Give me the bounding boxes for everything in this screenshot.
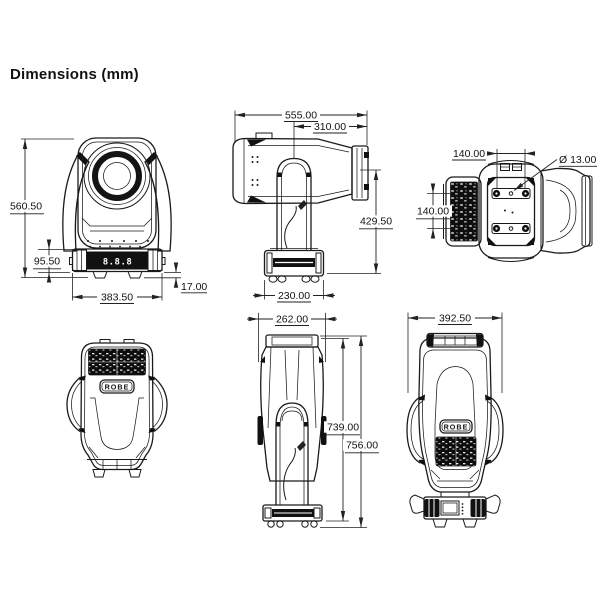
- dim-tilt-axis-height: 429.50: [327, 169, 395, 274]
- pan-arm-up: [275, 402, 309, 505]
- screw-dots: [87, 240, 149, 248]
- foot-right: [127, 271, 143, 279]
- rear-base: [423, 496, 487, 520]
- mounting-plate: [486, 176, 536, 247]
- handle-horn-left: [409, 494, 425, 514]
- svg-text:230.00: 230.00: [278, 290, 310, 302]
- dim-overall-height-up: 756.00: [320, 335, 381, 528]
- display-housing: [87, 251, 148, 270]
- cable: [283, 447, 296, 501]
- dim-base-depth: 230.00: [253, 280, 335, 303]
- svg-text:17.00: 17.00: [181, 281, 207, 293]
- head-side: [232, 137, 353, 205]
- dim-front-to-pan-axis: 310.00: [293, 121, 367, 159]
- base-outline: [478, 163, 544, 259]
- cable: [284, 205, 297, 249]
- yoke-ear-left: [406, 394, 425, 466]
- dim-base-height: 95.50: [31, 239, 74, 283]
- front-view: 8.8.8 560.50 95.50: [7, 137, 207, 304]
- head-rear-view: ROBE: [66, 339, 168, 478]
- connector-panel: [450, 181, 478, 242]
- dim-depth: 262.00: [247, 313, 337, 362]
- dim-hole-spacing-h: 140.00: [452, 148, 535, 189]
- svg-text:140.00: 140.00: [417, 206, 449, 218]
- handle-left: [66, 375, 86, 433]
- side-view-head-up: 262.00 739.00 756.00: [247, 313, 381, 528]
- dim-hole-spacing-v: 140.00: [414, 183, 452, 239]
- svg-text:560.50: 560.50: [10, 201, 42, 213]
- handle-right: [148, 375, 168, 433]
- yoke-ear-right: [485, 394, 504, 466]
- svg-text:392.50: 392.50: [439, 313, 471, 325]
- base-bottom-view: 140.00 140.00 Ø 13.00: [414, 148, 597, 262]
- mount-hole: [508, 191, 514, 196]
- svg-text:429.50: 429.50: [360, 216, 392, 228]
- svg-text:140.00: 140.00: [453, 148, 485, 160]
- rear-view-head-up: ROBE: [406, 312, 504, 528]
- segment-display: 8.8.8: [103, 258, 133, 268]
- svg-text:555.00: 555.00: [285, 110, 317, 122]
- svg-text:739.00: 739.00: [327, 422, 359, 434]
- yoke-edge: [351, 145, 369, 201]
- dim-overall-length: 555.00: [234, 110, 368, 145]
- brand-logo-rear: ROBE: [439, 419, 473, 434]
- svg-text:Ø 13.00: Ø 13.00: [559, 154, 597, 166]
- lens-dark-ring: [92, 151, 142, 201]
- brand-logo-head: ROBE: [99, 379, 135, 394]
- side-view-head-forward: 555.00 310.00 429.50: [232, 110, 395, 303]
- dim-hole-diameter: Ø 13.00: [513, 154, 597, 191]
- svg-text:310.00: 310.00: [314, 121, 346, 133]
- svg-text:95.50: 95.50: [34, 256, 60, 268]
- dim-overall-width: 392.50: [407, 312, 503, 393]
- head-side-up: [260, 346, 324, 482]
- foot-left: [92, 271, 108, 279]
- page-title: Dimensions (mm): [10, 66, 139, 83]
- svg-text:756.00: 756.00: [346, 440, 378, 452]
- base-side-up: [262, 504, 323, 522]
- dim-height-to-base: 739.00: [321, 338, 362, 522]
- svg-text:262.00: 262.00: [276, 314, 308, 326]
- head-front: [77, 137, 157, 249]
- svg-text:ROBE: ROBE: [105, 382, 130, 391]
- svg-text:383.50: 383.50: [101, 292, 133, 304]
- dim-foot-height: 17.00: [144, 262, 207, 294]
- display-screen: [440, 500, 460, 516]
- lens-outer-ring: [83, 142, 151, 210]
- head-silhouette: [540, 167, 593, 254]
- dim-front-height: 560.50: [7, 138, 88, 278]
- head-top-detail: [255, 132, 273, 139]
- omega-bracket-bottom: [491, 223, 531, 234]
- handle-horn-right: [485, 494, 501, 514]
- svg-text:ROBE: ROBE: [444, 422, 469, 431]
- omega-bracket-top: [491, 188, 531, 199]
- rear-top-cap: [426, 332, 484, 348]
- mount-hole: [508, 226, 514, 231]
- handle-edge-left: [257, 416, 263, 445]
- rear-outline: [418, 337, 492, 493]
- base-side: [263, 249, 325, 277]
